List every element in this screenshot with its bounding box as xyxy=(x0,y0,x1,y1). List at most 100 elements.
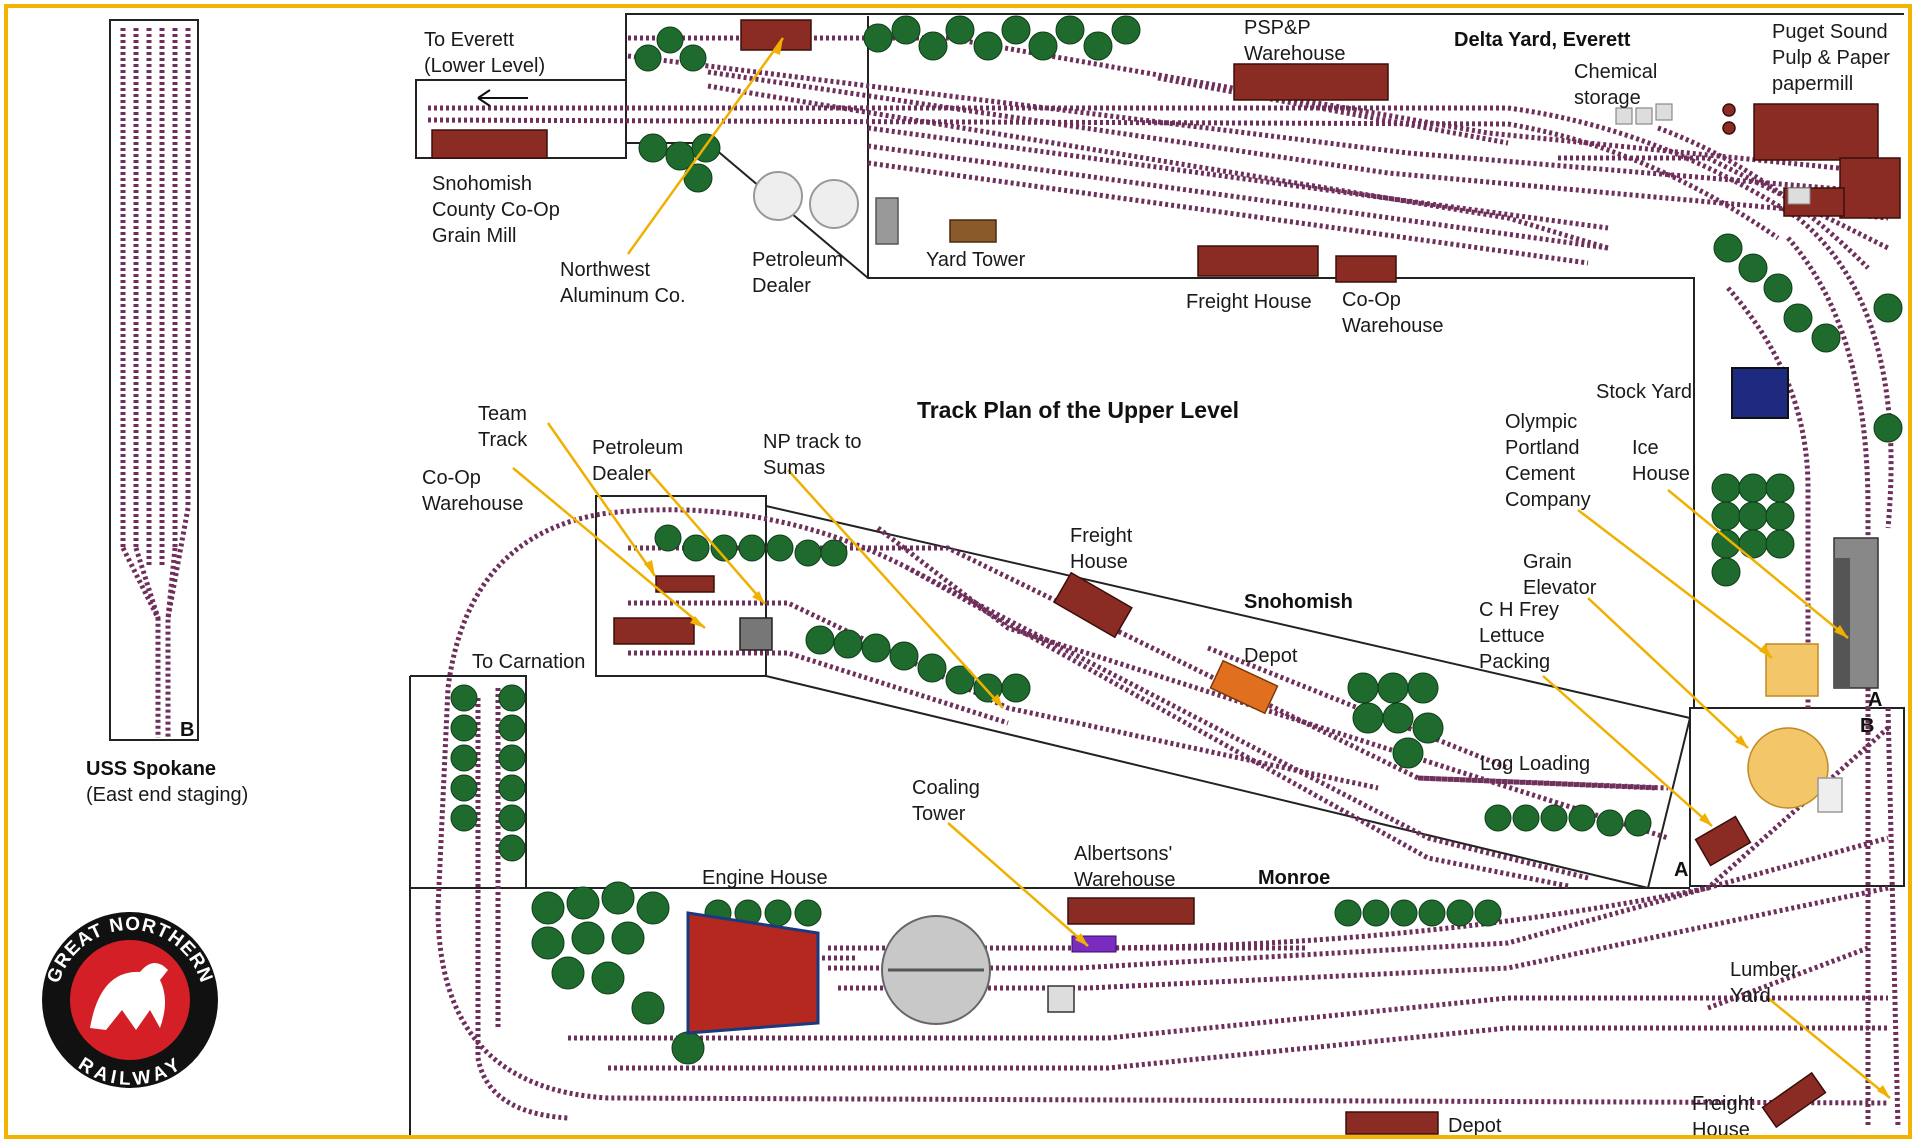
papermill-tank xyxy=(1787,187,1811,205)
lettuce-packing-building xyxy=(1694,815,1752,867)
label-pointers xyxy=(512,37,1891,1099)
everett-freight-house xyxy=(1197,245,1319,277)
ice-house-platform xyxy=(1834,558,1850,688)
snohomish-coop-warehouse xyxy=(613,617,695,645)
label-grain-mill-3: Grain Mill xyxy=(432,225,516,247)
chemical-tank xyxy=(1655,103,1673,121)
label-to-everett-sub: (Lower Level) xyxy=(424,55,545,77)
label-cement-4: Company xyxy=(1505,489,1591,511)
label-aluminum-2: Aluminum Co. xyxy=(560,285,686,307)
label-chemical-2: storage xyxy=(1574,87,1641,109)
papermill-building xyxy=(1753,103,1879,161)
marker-b-right: B xyxy=(1860,715,1874,737)
label-monroe: Monroe xyxy=(1258,867,1330,889)
papermill-silo xyxy=(1722,103,1736,117)
label-coaling-2: Tower xyxy=(912,803,966,825)
label-monroe-freight-1: Freight xyxy=(1692,1093,1755,1115)
track-plan-map: B USS Spokane (East end staging) GREAT N… xyxy=(42,13,1905,1135)
label-team-track-1: Team xyxy=(478,403,527,425)
chemical-tank xyxy=(1635,107,1653,125)
label-psp-1: PSP&P xyxy=(1244,17,1311,39)
label-snoho-coop-2: Warehouse xyxy=(422,493,524,515)
label-lettuce-2: Lettuce xyxy=(1479,625,1545,647)
map-frame: B USS Spokane (East end staging) GREAT N… xyxy=(4,4,1912,1139)
psp-warehouse-building xyxy=(1233,63,1389,101)
grain-mill-building xyxy=(431,129,548,159)
label-coaling-1: Coaling xyxy=(912,777,980,799)
marker-a-monroe: A xyxy=(1674,859,1688,881)
label-cement-3: Cement xyxy=(1505,463,1575,485)
mountain-goat-icon xyxy=(90,962,168,1030)
label-snoho-freight-1: Freight xyxy=(1070,525,1133,547)
staging-name: USS Spokane xyxy=(86,758,216,780)
label-papermill-1: Puget Sound xyxy=(1772,21,1888,43)
snohomish-petroleum-tanks xyxy=(739,617,773,651)
everett-coop-warehouse xyxy=(1335,255,1397,283)
label-snoho-petroleum-1: Petroleum xyxy=(592,437,683,459)
label-snoho-depot: Depot xyxy=(1244,645,1298,667)
labels: Track Plan of the Upper Level To Everett… xyxy=(422,17,1890,1135)
grain-elevator xyxy=(1747,727,1829,809)
label-albertsons-1: Albertsons' xyxy=(1074,843,1172,865)
label-snoho-coop-1: Co-Op xyxy=(422,467,481,489)
label-everett-coop-1: Co-Op xyxy=(1342,289,1401,311)
label-albertsons-2: Warehouse xyxy=(1074,869,1176,891)
label-everett-coop-2: Warehouse xyxy=(1342,315,1444,337)
snohomish-freight-house xyxy=(1053,571,1133,639)
label-monroe-freight-2: House xyxy=(1692,1119,1750,1135)
yard-tower-building xyxy=(949,219,997,243)
label-grain-elevator-1: Grain xyxy=(1523,551,1572,573)
label-to-carnation: To Carnation xyxy=(472,651,585,673)
label-snohomish: Snohomish xyxy=(1244,591,1353,613)
monroe-tracks xyxy=(568,707,1901,1129)
label-stock-yard: Stock Yard xyxy=(1596,381,1692,403)
label-ice-1: Ice xyxy=(1632,437,1659,459)
label-everett-petroleum-2: Dealer xyxy=(752,275,811,297)
grain-elevator-office xyxy=(1817,777,1843,813)
label-np-track-2: Sumas xyxy=(763,457,825,479)
label-engine-house: Engine House xyxy=(702,867,828,889)
label-papermill-3: papermill xyxy=(1772,73,1853,95)
label-psp-2: Warehouse xyxy=(1244,43,1346,65)
label-everett-petroleum-1: Petroleum xyxy=(752,249,843,271)
papermill-silo xyxy=(1722,121,1736,135)
northwest-aluminum-building xyxy=(740,19,812,51)
label-grain-elevator-2: Elevator xyxy=(1523,577,1597,599)
label-cement-2: Portland xyxy=(1505,437,1580,459)
label-log-loading: Log Loading xyxy=(1480,753,1590,775)
label-aluminum-1: Northwest xyxy=(560,259,650,281)
staging-yard: B xyxy=(109,19,199,741)
albertsons-warehouse xyxy=(1067,897,1195,925)
staging-subtitle: (East end staging) xyxy=(86,784,248,806)
everett-tracks xyxy=(427,35,1894,708)
label-lumber-1: Lumber xyxy=(1730,959,1798,981)
petroleum-tank xyxy=(809,179,859,229)
label-monroe-depot: Depot xyxy=(1448,1115,1502,1135)
buildings xyxy=(431,19,1901,1135)
petroleum-shed xyxy=(875,197,899,245)
page-title: Track Plan of the Upper Level xyxy=(917,397,1239,423)
label-yard-tower: Yard Tower xyxy=(926,249,1026,271)
label-lettuce-3: Packing xyxy=(1479,651,1550,673)
sand-tower xyxy=(1047,985,1075,1013)
chemical-tank xyxy=(1615,107,1633,125)
papermill-building xyxy=(1839,157,1901,219)
label-grain-mill-1: Snohomish xyxy=(432,173,532,195)
staging-marker-b: B xyxy=(180,719,194,741)
team-track-building xyxy=(655,575,715,593)
snohomish-depot xyxy=(1209,659,1279,715)
marker-a-right: A xyxy=(1868,689,1882,711)
label-lumber-2: Yard xyxy=(1730,985,1771,1007)
arrow-left-icon xyxy=(477,89,528,107)
label-ice-2: House xyxy=(1632,463,1690,485)
label-team-track-2: Track xyxy=(478,429,528,451)
great-northern-logo: GREAT NORTHERN RAILWAY xyxy=(42,912,218,1090)
label-papermill-2: Pulp & Paper xyxy=(1772,47,1890,69)
label-lettuce-1: C H Frey xyxy=(1479,599,1559,621)
label-chemical-1: Chemical xyxy=(1574,61,1657,83)
label-everett-freight-house: Freight House xyxy=(1186,291,1312,313)
monroe-freight-house xyxy=(1761,1071,1827,1129)
snohomish-tracks xyxy=(435,507,1889,1121)
label-to-everett: To Everett xyxy=(424,29,514,51)
label-cement-1: Olympic xyxy=(1505,411,1577,433)
